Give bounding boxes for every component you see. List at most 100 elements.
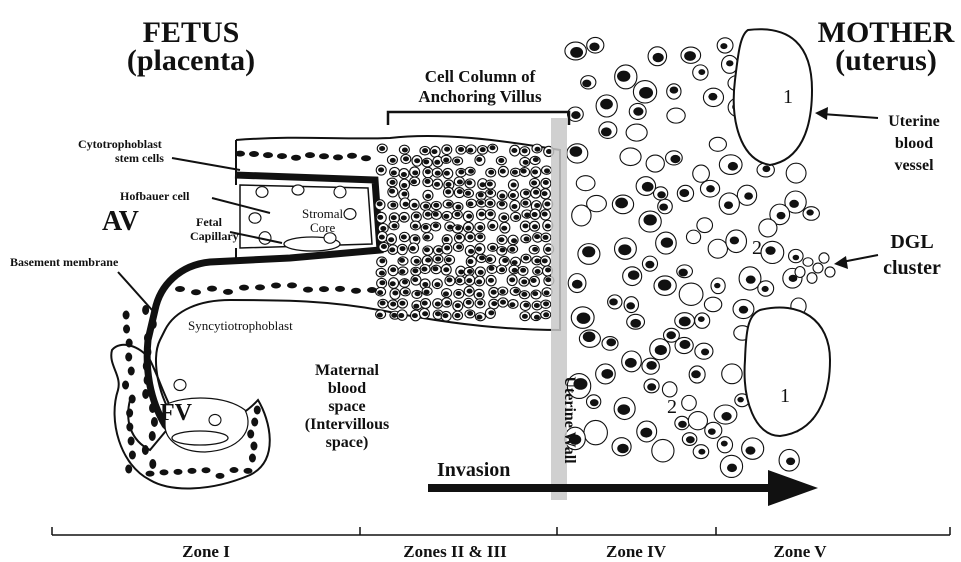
cell-nucleus (582, 246, 595, 257)
region-number-2-low: 2 (667, 396, 677, 418)
cell-nucleus (746, 275, 756, 283)
cell-nucleus (477, 225, 483, 230)
cell-nucleus (379, 258, 385, 263)
cell-nucleus (490, 145, 496, 150)
cell-nucleus (523, 160, 529, 165)
cell-nucleus (806, 209, 813, 215)
nucleus-dot (305, 152, 315, 158)
cell-nucleus (544, 201, 550, 206)
cell-nucleus (524, 212, 530, 217)
cell-nucleus (476, 279, 482, 284)
cell-nucleus (402, 280, 408, 285)
cell-nucleus (434, 160, 440, 165)
cell-nucleus (468, 169, 474, 174)
nucleus-dot (216, 473, 225, 479)
cell-nucleus (389, 247, 395, 252)
cell-nucleus (476, 246, 482, 251)
cell-nucleus (706, 185, 715, 192)
nucleus-dot (144, 375, 151, 385)
nucleus-dot (126, 339, 133, 348)
maternal-label-2: blood (328, 380, 366, 397)
cell-nucleus (443, 237, 449, 242)
cell-nucleus (466, 214, 472, 219)
cell-nucleus (390, 180, 396, 185)
stromal-core-label-2: Core (310, 220, 336, 235)
cell-nucleus (432, 266, 438, 271)
nucleus-dot (250, 442, 257, 451)
cell-nucleus (444, 171, 450, 176)
cell-nucleus (402, 147, 408, 152)
cell-nucleus (500, 247, 506, 252)
cell (646, 155, 664, 172)
cell-nucleus (413, 304, 419, 309)
cell-nucleus (445, 189, 451, 194)
nucleus-dot (244, 468, 253, 474)
cell-nucleus (446, 202, 452, 207)
basement-membrane-pointer (118, 272, 152, 310)
nucleus-dot (367, 287, 377, 293)
cell-nucleus (412, 170, 418, 175)
nucleus-dot (347, 153, 357, 159)
cell-nucleus (487, 190, 493, 195)
cell-nucleus (532, 224, 538, 229)
fetal-capillary-label-1: Fetal (196, 215, 223, 229)
cell-nucleus (532, 170, 538, 175)
cell-nucleus (414, 214, 420, 219)
cell-nucleus (488, 211, 494, 216)
cell-nucleus (545, 277, 551, 282)
nucleus-dot (144, 347, 151, 357)
cell-nucleus (435, 256, 441, 261)
nucleus-dot (126, 409, 133, 418)
cell-nucleus (425, 258, 431, 263)
cell-nucleus (728, 162, 738, 171)
cell-nucleus (431, 149, 437, 154)
nucleus-dot (122, 381, 129, 390)
cell-nucleus (424, 247, 430, 252)
cell-nucleus (425, 169, 431, 174)
cell-nucleus (414, 259, 420, 264)
cell-nucleus (522, 148, 528, 153)
cell-nucleus (446, 277, 452, 282)
cell-nucleus (499, 267, 505, 272)
cell-column-label-2: Anchoring Villus (418, 87, 542, 106)
nucleus-dot (207, 286, 217, 292)
cell-nucleus (433, 203, 439, 208)
nucleus-dot (202, 467, 211, 473)
cell-nucleus (534, 203, 540, 208)
nucleus-dot (142, 445, 149, 455)
nucleus-dot (126, 423, 133, 432)
cell-nucleus (446, 257, 452, 262)
invasion-arrow-shaft (428, 484, 772, 492)
cell-nucleus (477, 234, 483, 239)
cell-nucleus (412, 313, 418, 318)
cell-nucleus (434, 282, 440, 287)
cell-nucleus (542, 212, 548, 217)
cell-nucleus (435, 171, 441, 176)
cell-nucleus (458, 270, 464, 275)
region-number-1-top: 1 (783, 86, 793, 108)
cell-nucleus (422, 311, 428, 316)
nucleus-dot (142, 389, 149, 399)
cell (704, 297, 721, 312)
cell-nucleus (511, 148, 517, 153)
cell-nucleus (412, 277, 418, 282)
cell (759, 219, 777, 237)
cell-nucleus (643, 214, 656, 225)
nucleus-dot (277, 153, 287, 159)
fv-label: FV (160, 400, 193, 426)
cell-nucleus (380, 301, 386, 306)
cell (682, 395, 697, 410)
nucleus-dot (255, 284, 265, 290)
cell (209, 414, 221, 425)
cell-nucleus (577, 312, 591, 323)
cell-nucleus (511, 204, 517, 209)
cell-nucleus (601, 127, 612, 136)
cell-nucleus (456, 245, 462, 250)
cell-nucleus (414, 158, 420, 163)
cell-nucleus (435, 302, 441, 307)
cell-nucleus (487, 182, 493, 187)
cell-nucleus (412, 268, 418, 273)
cell-nucleus (465, 191, 471, 196)
cell-nucleus (544, 290, 550, 295)
nucleus-dot (351, 288, 361, 294)
